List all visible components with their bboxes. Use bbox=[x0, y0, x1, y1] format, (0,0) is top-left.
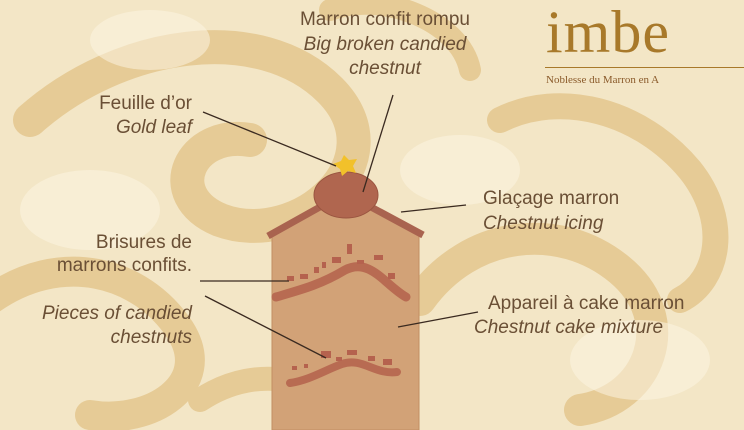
label-pieces-fr-line2: marrons confits. bbox=[0, 254, 192, 277]
label-broken-chestnut-fr: Marron confit rompu bbox=[268, 8, 502, 31]
leader-line-gold-leaf bbox=[203, 112, 336, 166]
label-icing-en: Chestnut icing bbox=[483, 212, 603, 235]
leader-line-broken-chestnut bbox=[363, 95, 393, 192]
label-cake-mixture-en: Chestnut cake mixture bbox=[474, 316, 663, 339]
brand-divider bbox=[545, 67, 744, 68]
broken-chestnut bbox=[314, 172, 378, 218]
label-icing-fr: Glaçage marron bbox=[483, 187, 619, 210]
label-gold-leaf-fr: Feuille d’or bbox=[40, 92, 192, 115]
label-pieces-fr-line1: Brisures de bbox=[0, 231, 192, 254]
label-pieces-en-line1: Pieces of candied bbox=[0, 302, 192, 325]
label-pieces-en-line2: chestnuts bbox=[0, 326, 192, 349]
cake-body bbox=[272, 194, 419, 430]
leader-line-icing bbox=[401, 205, 466, 212]
label-broken-chestnut-en-line2: chestnut bbox=[268, 57, 502, 80]
label-gold-leaf-en: Gold leaf bbox=[40, 116, 192, 139]
brand-wordmark: imbe bbox=[546, 2, 670, 62]
brand-tagline: Noblesse du Marron en A bbox=[546, 74, 659, 87]
label-cake-mixture-fr: Appareil à cake marron bbox=[488, 292, 684, 315]
label-broken-chestnut-en-line1: Big broken candied bbox=[268, 33, 502, 56]
